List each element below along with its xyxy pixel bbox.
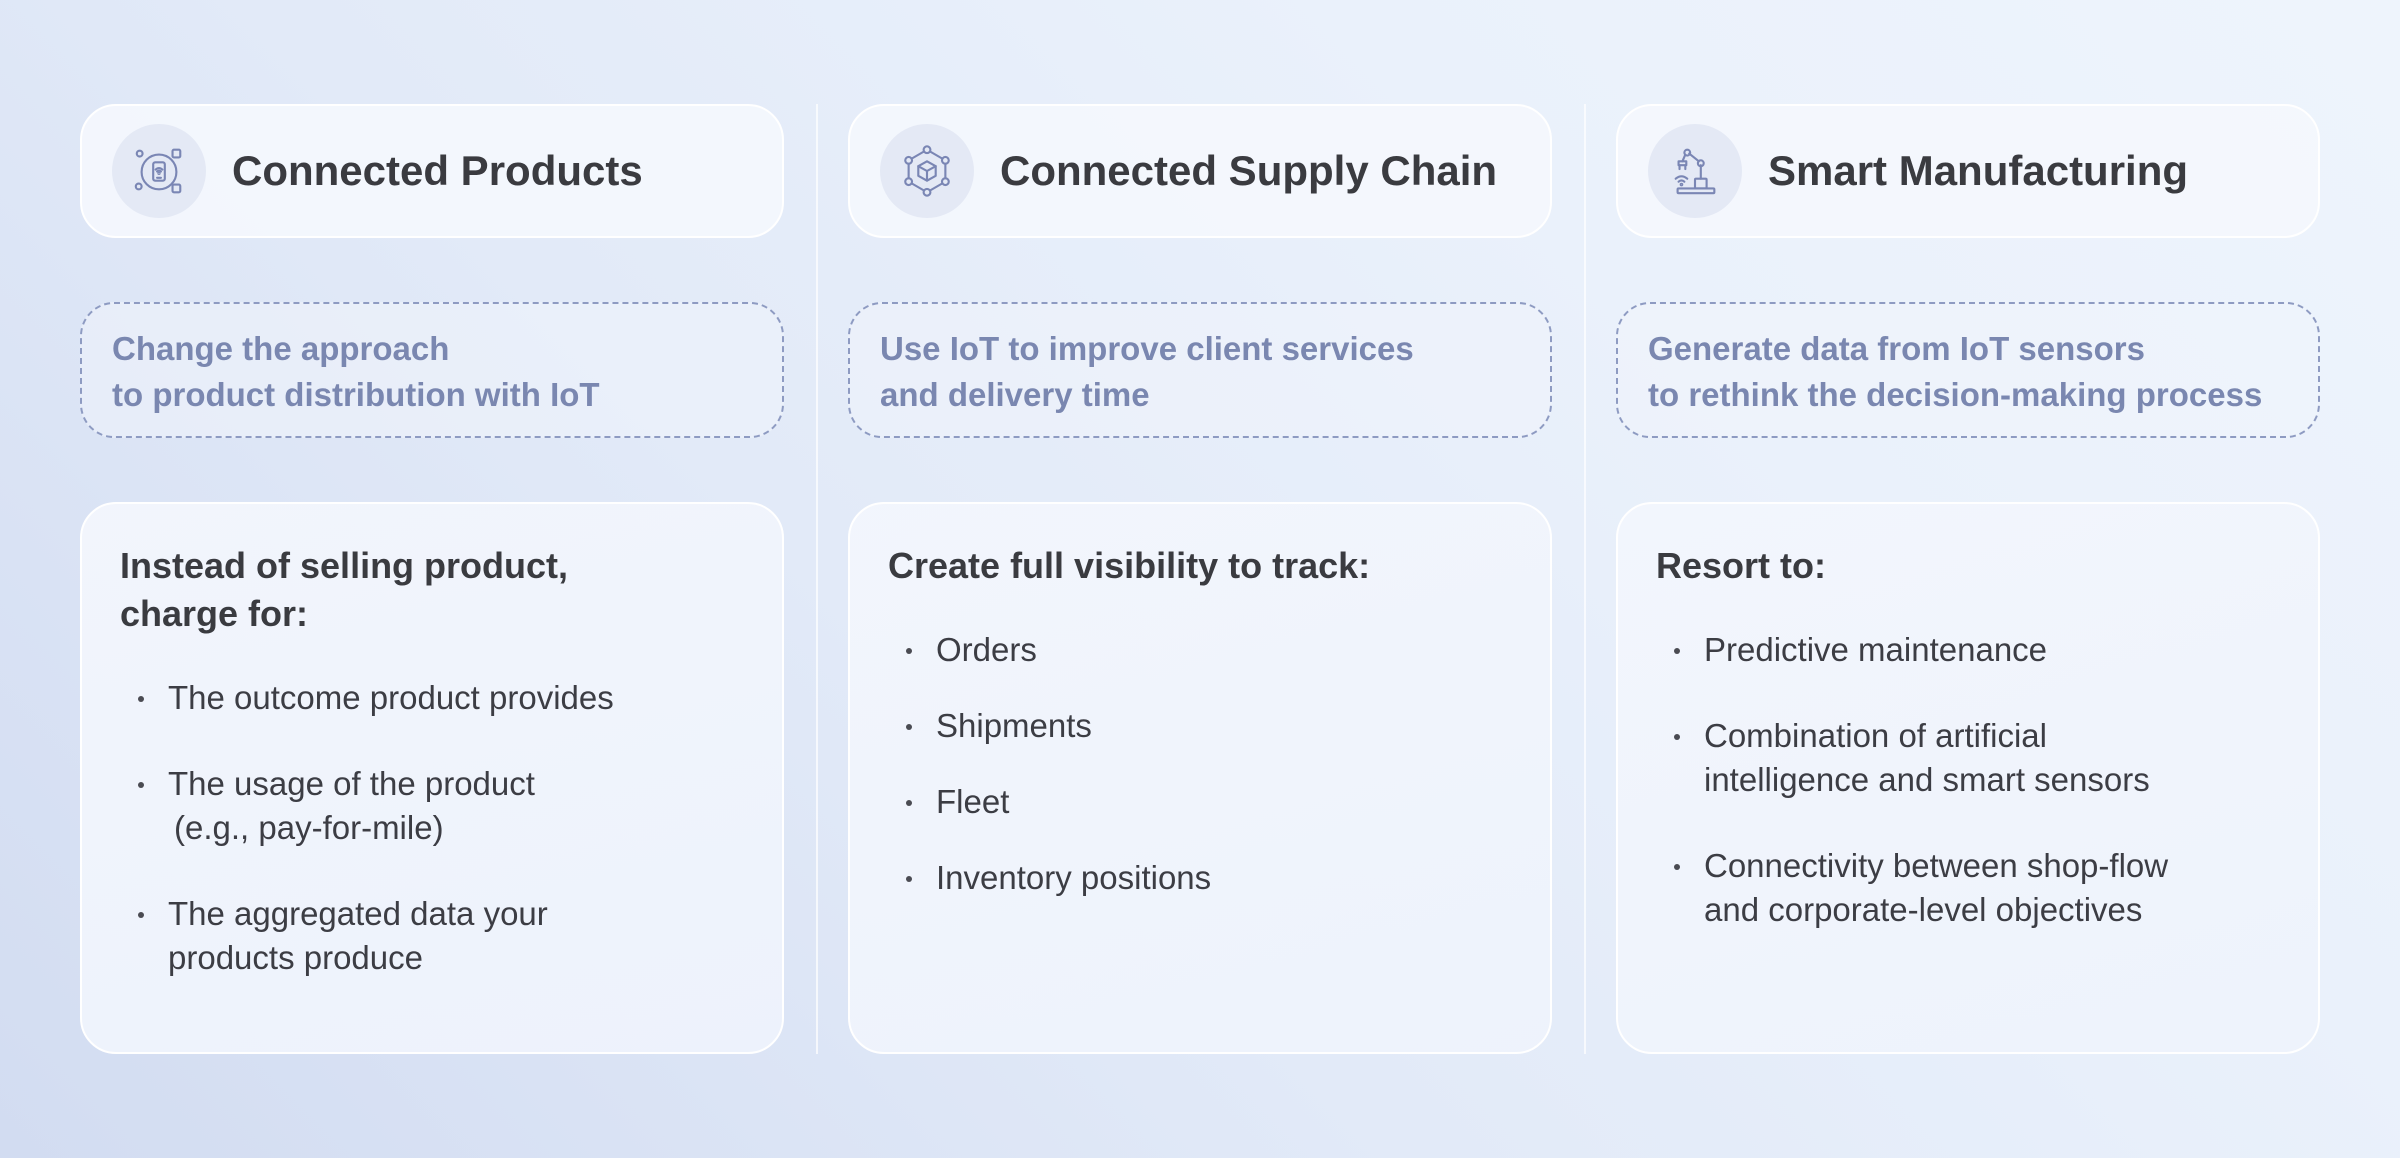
body-heading: Instead of selling product, charge for: bbox=[120, 542, 742, 638]
list-item: The aggregated data your products produc… bbox=[120, 892, 742, 980]
list-item: Shipments bbox=[888, 704, 1510, 748]
tagline-line: Change the approach bbox=[112, 330, 450, 367]
list-item: The usage of the product (e.g., pay-for-… bbox=[120, 762, 742, 850]
tagline-line: and delivery time bbox=[880, 376, 1150, 413]
column-connected-supply-chain: Connected Supply Chain Use IoT to improv… bbox=[848, 104, 1552, 1054]
list-item: Predictive maintenance bbox=[1656, 628, 2278, 672]
list-item: Connectivity between shop-flow and corpo… bbox=[1656, 844, 2278, 932]
body-heading: Create full visibility to track: bbox=[888, 542, 1510, 590]
tagline: Generate data from IoT sensors to rethin… bbox=[1616, 302, 2320, 438]
column-connected-products: Connected Products Change the approach t… bbox=[80, 104, 784, 1054]
bullet-list: Orders Shipments Fleet Inventory positio… bbox=[888, 628, 1510, 900]
list-item: Inventory positions bbox=[888, 856, 1510, 900]
heading-line: Create full visibility to track: bbox=[888, 545, 1371, 586]
header-card: Connected Products bbox=[80, 104, 784, 238]
body-card: Instead of selling product, charge for: … bbox=[80, 502, 784, 1054]
bullet-list: The outcome product provides The usage o… bbox=[120, 676, 742, 980]
tagline-line: to rethink the decision-making process bbox=[1648, 376, 2263, 413]
column-smart-manufacturing: Smart Manufacturing Generate data from I… bbox=[1616, 104, 2320, 1054]
tagline: Use IoT to improve client services and d… bbox=[848, 302, 1552, 438]
body-heading: Resort to: bbox=[1656, 542, 2278, 590]
heading-line: Resort to: bbox=[1656, 545, 1826, 586]
tagline-line: to product distribution with IoT bbox=[112, 376, 600, 413]
tagline: Change the approach to product distribut… bbox=[80, 302, 784, 438]
column-title: Smart Manufacturing bbox=[1768, 147, 2189, 194]
smartphone-iot-icon bbox=[112, 124, 206, 218]
column-title: Connected Supply Chain bbox=[1000, 147, 1498, 194]
list-item: Combination of artificial intelligence a… bbox=[1656, 714, 2278, 802]
tagline-line: Use IoT to improve client services bbox=[880, 330, 1414, 367]
column-divider bbox=[1584, 104, 1586, 1054]
header-card: Smart Manufacturing bbox=[1616, 104, 2320, 238]
column-title: Connected Products bbox=[232, 147, 643, 194]
tagline-line: Generate data from IoT sensors bbox=[1648, 330, 2145, 367]
column-divider bbox=[816, 104, 818, 1054]
bullet-list: Predictive maintenance Combination of ar… bbox=[1656, 628, 2278, 932]
heading-line: Instead of selling product, bbox=[120, 545, 569, 586]
heading-line: charge for: bbox=[120, 593, 309, 634]
list-item: Fleet bbox=[888, 780, 1510, 824]
body-card: Create full visibility to track: Orders … bbox=[848, 502, 1552, 1054]
list-item: The outcome product provides bbox=[120, 676, 742, 720]
list-item: Orders bbox=[888, 628, 1510, 672]
body-card: Resort to: Predictive maintenance Combin… bbox=[1616, 502, 2320, 1054]
header-card: Connected Supply Chain bbox=[848, 104, 1552, 238]
robotic-arm-icon bbox=[1648, 124, 1742, 218]
network-cube-icon bbox=[880, 124, 974, 218]
